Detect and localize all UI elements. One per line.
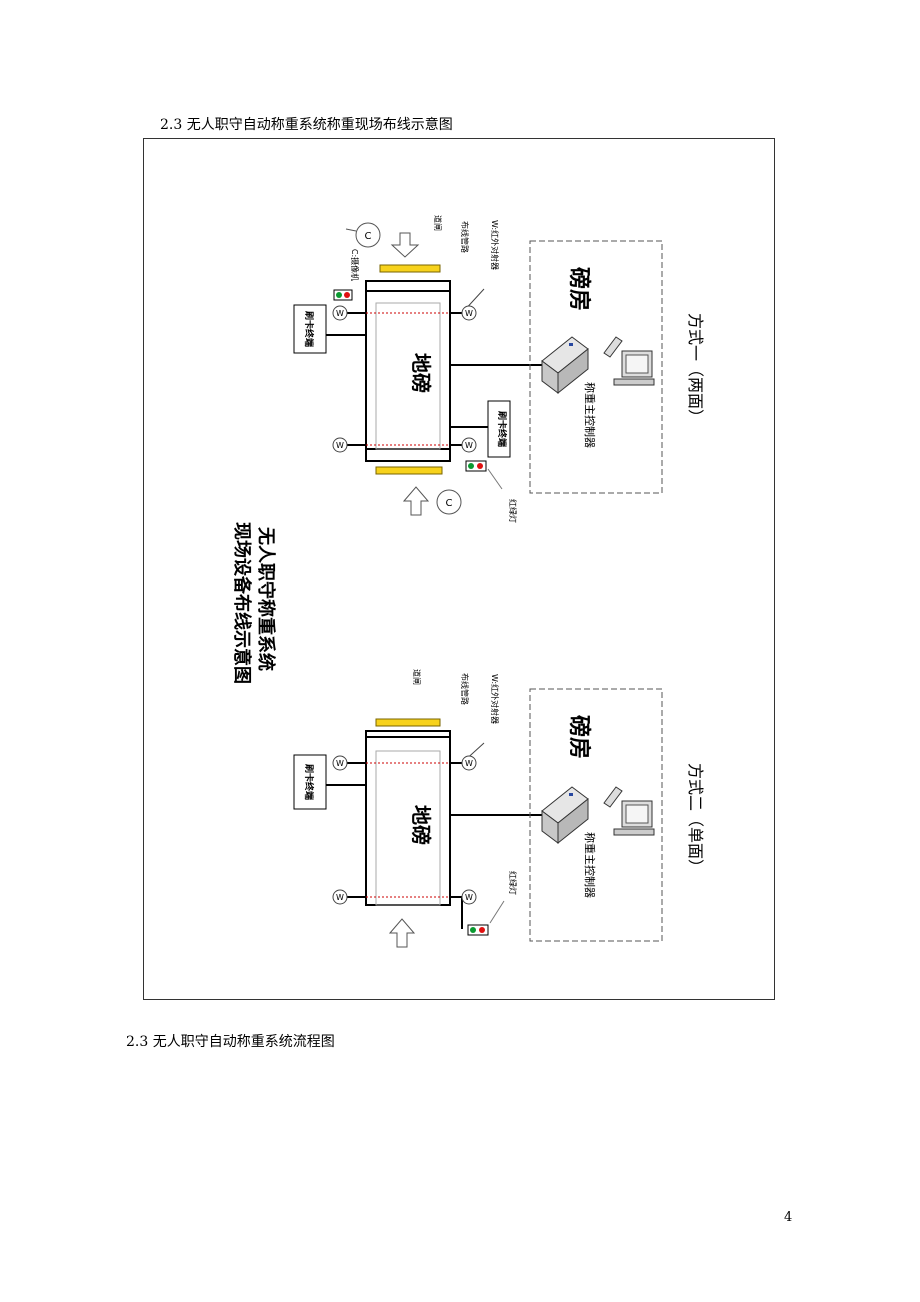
svg-text:红绿灯: 红绿灯 xyxy=(508,871,518,895)
svg-text:W:红外对射器: W:红外对射器 xyxy=(490,220,500,270)
mode-two-label: 方式二（单面） xyxy=(686,763,705,875)
weighing-room xyxy=(529,240,663,494)
svg-text:称重主控制器: 称重主控制器 xyxy=(583,382,597,448)
svg-text:W: W xyxy=(336,309,344,318)
section-caption-wiring: 2.3 无人职守自动称重系统称重现场布线示意图 xyxy=(160,117,453,133)
barrier-top xyxy=(375,718,441,727)
svg-text:W: W xyxy=(465,441,473,450)
svg-text:布线管路: 布线管路 xyxy=(460,673,470,705)
svg-text:现场设备布线示意图: 现场设备布线示意图 xyxy=(231,522,253,684)
scale-label: 地磅 xyxy=(409,353,433,393)
weighing-controller xyxy=(541,786,589,845)
svg-text:红绿灯: 红绿灯 xyxy=(508,499,518,523)
svg-text:道闸: 道闸 xyxy=(433,215,443,231)
svg-text:W: W xyxy=(336,441,344,450)
card-terminal-left: 刷卡终端 xyxy=(293,754,327,810)
computer-icon xyxy=(603,786,655,836)
ir-sensor-left-bottom: W xyxy=(332,437,348,453)
ir-sensor-right-bottom: W xyxy=(461,889,477,905)
ir-sensor-right-top: W xyxy=(461,755,477,771)
svg-text:W: W xyxy=(336,893,344,902)
card-terminal-left: 刷卡终端 xyxy=(293,304,327,354)
scale-platform xyxy=(365,290,451,450)
computer-icon xyxy=(603,336,655,386)
weighing-controller xyxy=(541,336,589,395)
mode-two-layout: 地磅 W W W W 刷卡终端 道闸 布线管路 W:红外对射器 红绿灯 磅房 xyxy=(293,669,705,948)
svg-text:布线管路: 布线管路 xyxy=(460,221,470,253)
svg-text:无人职守称重系统: 无人职守称重系统 xyxy=(255,527,277,671)
wiring-diagram: 地磅 W W W W C C xyxy=(231,215,705,948)
ir-sensor-right-top: W xyxy=(461,305,477,321)
ir-sensor-right-bottom: W xyxy=(461,437,477,453)
entry-arrow-top xyxy=(390,232,420,258)
svg-text:W:红外对射器: W:红外对射器 xyxy=(490,674,500,724)
svg-text:C: C xyxy=(446,498,453,509)
entry-arrow-bottom xyxy=(402,486,430,516)
camera-top: C xyxy=(345,222,381,248)
svg-text:刷卡终端: 刷卡终端 xyxy=(496,411,508,447)
svg-text:W: W xyxy=(465,309,473,318)
svg-text:刷卡终端: 刷卡终端 xyxy=(303,311,315,347)
ir-sensor-left-top: W xyxy=(332,305,348,321)
svg-text:称重主控制器: 称重主控制器 xyxy=(583,832,597,898)
card-terminal-right: 刷卡终端 xyxy=(487,400,511,458)
svg-text:地磅: 地磅 xyxy=(409,805,433,845)
traffic-light-bottom xyxy=(465,460,487,472)
mode-one-label: 方式一（两面） xyxy=(686,313,705,425)
svg-text:磅房: 磅房 xyxy=(566,267,592,311)
section-caption-flowchart: 2.3 无人职守自动称重系统流程图 xyxy=(126,1034,335,1050)
svg-text:C:摄像机: C:摄像机 xyxy=(350,249,360,281)
svg-text:W: W xyxy=(465,759,473,768)
weighing-room xyxy=(529,688,663,942)
svg-text:C: C xyxy=(365,231,372,242)
traffic-light-top xyxy=(333,289,353,301)
camera-bottom: C xyxy=(436,489,462,515)
diagram-main-title: 无人职守称重系统 现场设备布线示意图 xyxy=(231,522,277,684)
wiring-diagram-frame: 地磅 W W W W C C xyxy=(143,138,775,1000)
traffic-light xyxy=(467,924,489,936)
barrier-bottom xyxy=(375,466,443,475)
ir-sensor-left-bottom: W xyxy=(332,889,348,905)
page-number: 4 xyxy=(784,1210,793,1225)
svg-text:刷卡终端: 刷卡终端 xyxy=(303,764,315,800)
mode-one-layout: 地磅 W W W W C C xyxy=(293,215,705,523)
ir-sensor-left-top: W xyxy=(332,755,348,771)
scale-platform xyxy=(365,736,451,906)
svg-text:W: W xyxy=(336,759,344,768)
svg-text:W: W xyxy=(465,893,473,902)
svg-text:磅房: 磅房 xyxy=(566,715,592,759)
svg-text:道闸: 道闸 xyxy=(412,669,422,685)
entry-arrow xyxy=(388,918,416,948)
barrier-top xyxy=(379,264,441,273)
